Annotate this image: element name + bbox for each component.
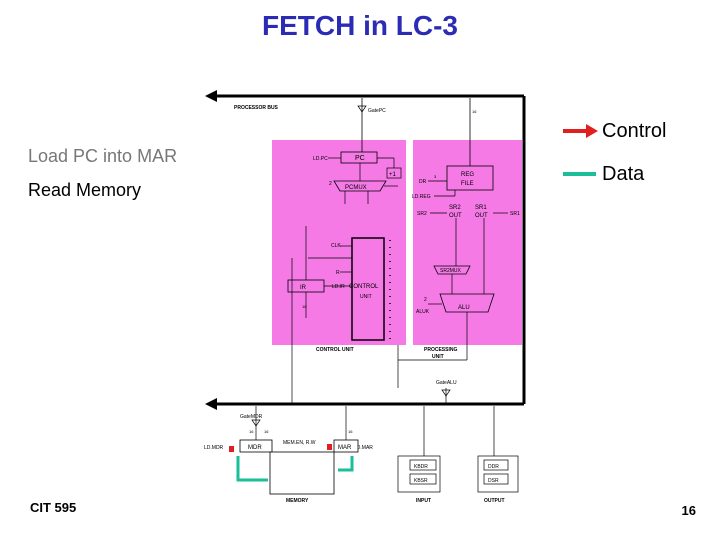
pcmux-label: PCMUX (345, 185, 367, 191)
sr1-out-label-2: OUT (475, 213, 488, 219)
r-label: R (336, 270, 340, 276)
processor-bus-arrow (205, 90, 217, 102)
mar-bits: 16 (348, 429, 353, 434)
sr1-out-label-1: SR1 (475, 205, 487, 211)
slide-title: FETCH in LC-3 (262, 10, 458, 41)
memory-label: MEMORY (286, 498, 309, 504)
kbdr-register (409, 459, 437, 471)
step-read-memory: Read Memory (28, 180, 142, 200)
pc-label: PC (355, 155, 365, 162)
gate-alu-tristate (441, 389, 451, 397)
alu (439, 293, 495, 313)
pcmux-sel-bits: 2 (329, 181, 332, 187)
mem-en-label: MEM.EN, R.W (283, 440, 316, 446)
pcmux (333, 180, 387, 192)
legend-control-label: Control (602, 120, 667, 142)
reg-file-label-1: REG (461, 172, 474, 178)
ddr-label: DDR (488, 464, 499, 470)
dsr-register (483, 473, 509, 485)
kbsr-register (409, 473, 437, 485)
mdr-label: MDR (248, 445, 262, 451)
pc-register (340, 151, 378, 164)
gate-mdr-tristate (251, 419, 261, 427)
ir-label: IR (300, 285, 307, 291)
ld-mdr-label: LD.MDR (204, 445, 224, 451)
mdr-register (239, 439, 273, 453)
ld-pc-label: LD.PC (313, 156, 328, 162)
ld-mar-signal (327, 444, 332, 450)
control-unit-inner-label-1: CONTROL (349, 284, 379, 290)
ir-register (287, 279, 325, 293)
reg-file-label-2: FILE (461, 181, 474, 187)
sr2mux (433, 265, 471, 275)
sr2-out-label-1: SR2 (449, 205, 461, 211)
control-unit-box (351, 237, 385, 341)
dsr-label: DSR (488, 478, 499, 484)
input-label: INPUT (416, 498, 431, 504)
control-unit-label: CONTROL UNIT (316, 347, 354, 353)
ld-mar-label: LD.MAR (354, 445, 373, 451)
aluk-label: ALUK (416, 309, 430, 315)
sr2-label: SR2 (417, 211, 427, 217)
mdr-bits-left: 16 (249, 429, 254, 434)
dr-label: DR (419, 179, 427, 185)
regfile-bus-bits: 16 (472, 109, 477, 114)
ld-mdr-signal (229, 446, 234, 452)
ld-ir-label: LD.IR (332, 284, 345, 290)
page-number: 16 (681, 503, 696, 518)
legend-control-arrow (586, 124, 598, 138)
step-load-pc: Load PC into MAR (28, 146, 178, 166)
memory-block (269, 451, 335, 495)
kbsr-label: KBSR (414, 478, 428, 484)
gate-pc-label: GatePC (368, 108, 386, 114)
ir-bits: 16 (302, 304, 307, 309)
processing-unit-label-2: UNIT (432, 354, 444, 360)
course-code: CIT 595 (30, 500, 77, 515)
processing-unit-label-1: PROCESSING (424, 347, 457, 353)
clk-label: CLK (331, 243, 341, 249)
control-unit-inner-label-2: UNIT (360, 294, 372, 300)
mar-data-path (338, 456, 354, 472)
sr2mux-label: SR2MUX (440, 268, 462, 274)
gate-alu-label: GateALU (436, 380, 457, 386)
bus-lower-arrow (205, 398, 217, 410)
processor-bus-label: PROCESSOR BUS (234, 105, 279, 111)
mar-label: MAR (338, 445, 352, 451)
sr2-out-label-2: OUT (449, 213, 462, 219)
mdr-data-path (236, 456, 268, 482)
dr-bits: 3 (434, 174, 437, 179)
reg-file (446, 165, 494, 191)
gate-mdr-label: GateMDR (240, 414, 263, 420)
ddr-register (483, 459, 509, 471)
output-label: OUTPUT (484, 498, 505, 504)
sr1-label: SR1 (510, 211, 520, 217)
aluk-bits: 2 (424, 297, 427, 303)
pc-increment-label: +1 (389, 172, 397, 178)
ld-reg-label: LD.REG (412, 194, 431, 200)
legend-data-label: Data (602, 163, 645, 185)
kbdr-label: KBDR (414, 464, 428, 470)
mdr-bits-right: 16 (264, 429, 269, 434)
alu-label: ALU (458, 305, 470, 311)
